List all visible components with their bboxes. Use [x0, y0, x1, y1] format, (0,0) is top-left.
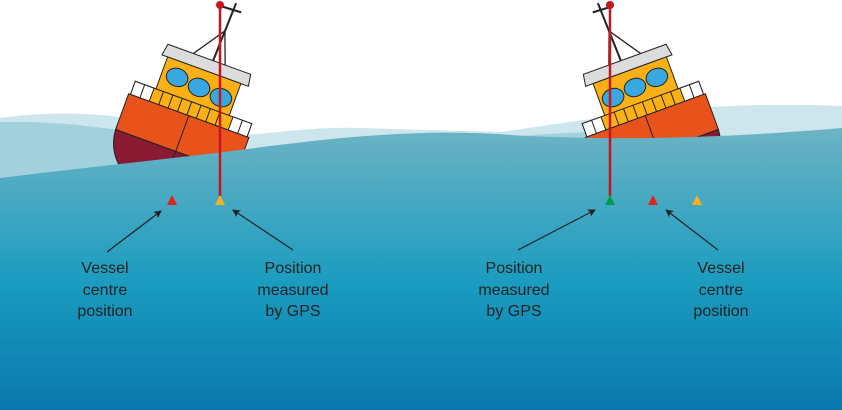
left-gps-arrow [232, 209, 294, 251]
label-line: position [77, 303, 133, 320]
right-gps-antenna-icon [606, 1, 614, 9]
left-mast [211, 2, 238, 64]
left-gps-position-label: Position measured by GPS [223, 258, 363, 323]
left-vessel-centre-marker-icon [167, 195, 177, 205]
left-window-2 [187, 77, 211, 98]
right-gps-arrow [517, 209, 596, 251]
right-vessel-centre-marker-icon [648, 195, 658, 205]
label-line: by GPS [265, 303, 321, 320]
right-vessel-centre-label: Vessel centre position [651, 258, 791, 323]
label-line: measured [257, 281, 329, 299]
right-vessel-centre-arrow [665, 209, 719, 251]
label-line: position [693, 303, 749, 320]
left-cabin-roof [161, 43, 252, 87]
left-vessel-centre-label: Vessel centre position [35, 258, 175, 323]
right-gps-position-label: Position measured by GPS [444, 258, 584, 323]
left-gps-antenna-icon [216, 1, 224, 9]
label-line: Position [264, 260, 322, 277]
right-gps-marker-icon [605, 195, 615, 205]
label-line: Vessel [81, 260, 129, 277]
label-line: Vessel [697, 260, 745, 277]
label-line: measured [478, 281, 550, 299]
water-foreground [0, 128, 842, 410]
right-window-3 [645, 67, 669, 88]
label-line: Position [485, 260, 543, 277]
label-line: by GPS [486, 303, 542, 320]
right-window-2 [623, 77, 647, 98]
left-gps-marker-icon [215, 195, 225, 205]
label-line: centre [82, 281, 128, 299]
left-vessel-centre-arrow [106, 210, 162, 253]
left-window-1 [165, 67, 189, 88]
right-extra-marker-icon [692, 195, 702, 205]
label-line: centre [698, 281, 744, 299]
